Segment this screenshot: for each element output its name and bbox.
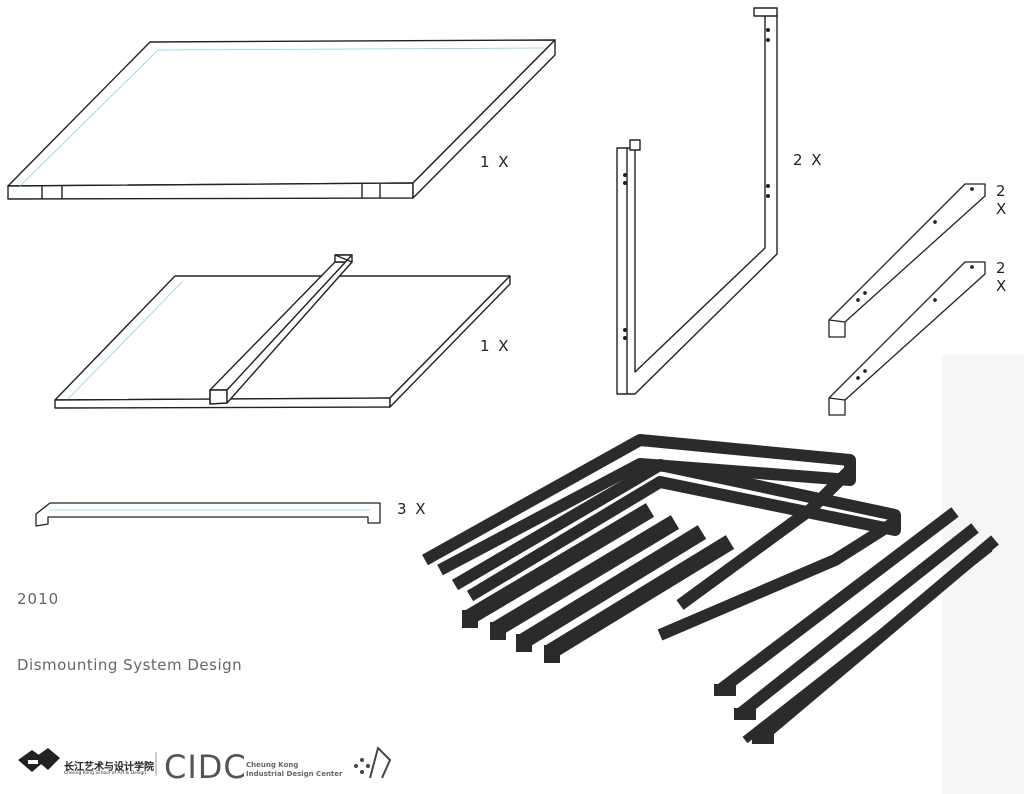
divider-panel-drawing: [54, 254, 511, 409]
bracket-b-drawing: [828, 261, 986, 416]
school-name-cn: 长江艺术与设计学院: [64, 762, 154, 773]
cidc-line2: Industrial Design Center: [246, 770, 343, 778]
u-frame-qty: 2 X: [793, 151, 824, 169]
cidc-line1: Cheung Kong: [246, 761, 299, 769]
emblem-mark: [354, 746, 392, 779]
project-title: Dismounting System Design: [17, 656, 243, 674]
bracket-a-drawing: [828, 183, 986, 338]
metal-parts-photo: [422, 434, 999, 744]
school-logo-mark: [18, 748, 60, 772]
project-year: 2010: [17, 590, 60, 608]
u-frame-drawing: [616, 7, 778, 395]
cidc-logo-text: CIDC: [164, 748, 247, 786]
bracket-b-qty: 2 X: [996, 259, 1009, 295]
top-panel-drawing: [7, 39, 556, 200]
divider-panel-qty: 1 X: [480, 337, 511, 355]
rail-drawing: [35, 502, 381, 527]
top-panel-qty: 1 X: [480, 153, 511, 171]
rail-qty: 3 X: [397, 500, 428, 518]
school-name-en: Cheung Kong School of Art & Design: [64, 771, 147, 776]
bracket-a-qty: 2 X: [996, 182, 1009, 218]
